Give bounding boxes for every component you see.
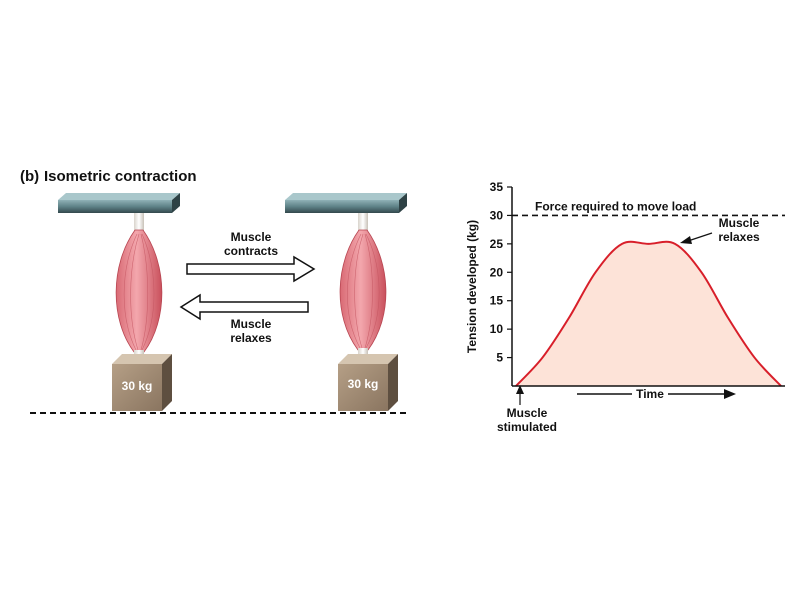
- y-tick-label: 25: [490, 237, 504, 251]
- relaxes-label-line1: Muscle: [719, 216, 760, 230]
- arrow-right-label-line1: Muscle: [231, 230, 272, 244]
- threshold-label: Force required to move load: [535, 199, 696, 213]
- figure-part-label: (b): [20, 168, 39, 185]
- relaxes-pointer-icon: [680, 236, 692, 244]
- stimulated-label-line1: Muscle: [507, 406, 548, 420]
- y-tick-label: 5: [496, 351, 503, 365]
- relaxes-label-line2: relaxes: [718, 230, 760, 244]
- tension-area-fill: [516, 241, 781, 386]
- weight-block-right: [338, 354, 398, 411]
- y-axis-label: Tension developed (kg): [465, 220, 479, 353]
- tendon-top-left: [134, 213, 144, 235]
- arrow-right-icon: [186, 255, 316, 283]
- y-tick-label: 10: [490, 322, 504, 336]
- relaxes-pointer-line: [687, 232, 713, 242]
- y-tick-label: 20: [490, 265, 504, 279]
- muscle-left: [115, 229, 163, 353]
- y-tick-label: 35: [490, 180, 504, 194]
- ceiling-bar-left: [58, 193, 180, 213]
- arrow-left-label-line1: Muscle: [231, 317, 272, 331]
- tension-curve: [515, 240, 782, 387]
- y-ticks: 5 10 15 20 25 30 35: [490, 180, 512, 365]
- stimulated-pointer-icon: [516, 385, 524, 394]
- time-arrow-head-icon: [724, 389, 736, 399]
- muscle-setup-right: 30 kg: [285, 193, 407, 411]
- y-tick-label: 30: [490, 208, 504, 222]
- x-axis-label: Time: [636, 387, 664, 401]
- weight-label-left: 30 kg: [122, 379, 153, 393]
- tension-chart: Force required to move load 5 10 15 20 25 30 3…: [465, 180, 785, 434]
- arrow-right-label-line2: contracts: [224, 244, 278, 258]
- weight-block-left: [112, 354, 172, 411]
- arrow-left-label-line2: relaxes: [230, 331, 272, 345]
- y-tick-label: 15: [490, 294, 504, 308]
- arrow-left-icon: [179, 293, 309, 321]
- muscle-setup-left: 30 kg: [58, 193, 180, 411]
- weight-label-right: 30 kg: [348, 377, 379, 391]
- ceiling-bar-right: [285, 193, 407, 213]
- tendon-top-right: [358, 213, 368, 235]
- stimulated-label-line2: stimulated: [497, 420, 557, 434]
- figure-title: Isometric contraction: [44, 168, 197, 185]
